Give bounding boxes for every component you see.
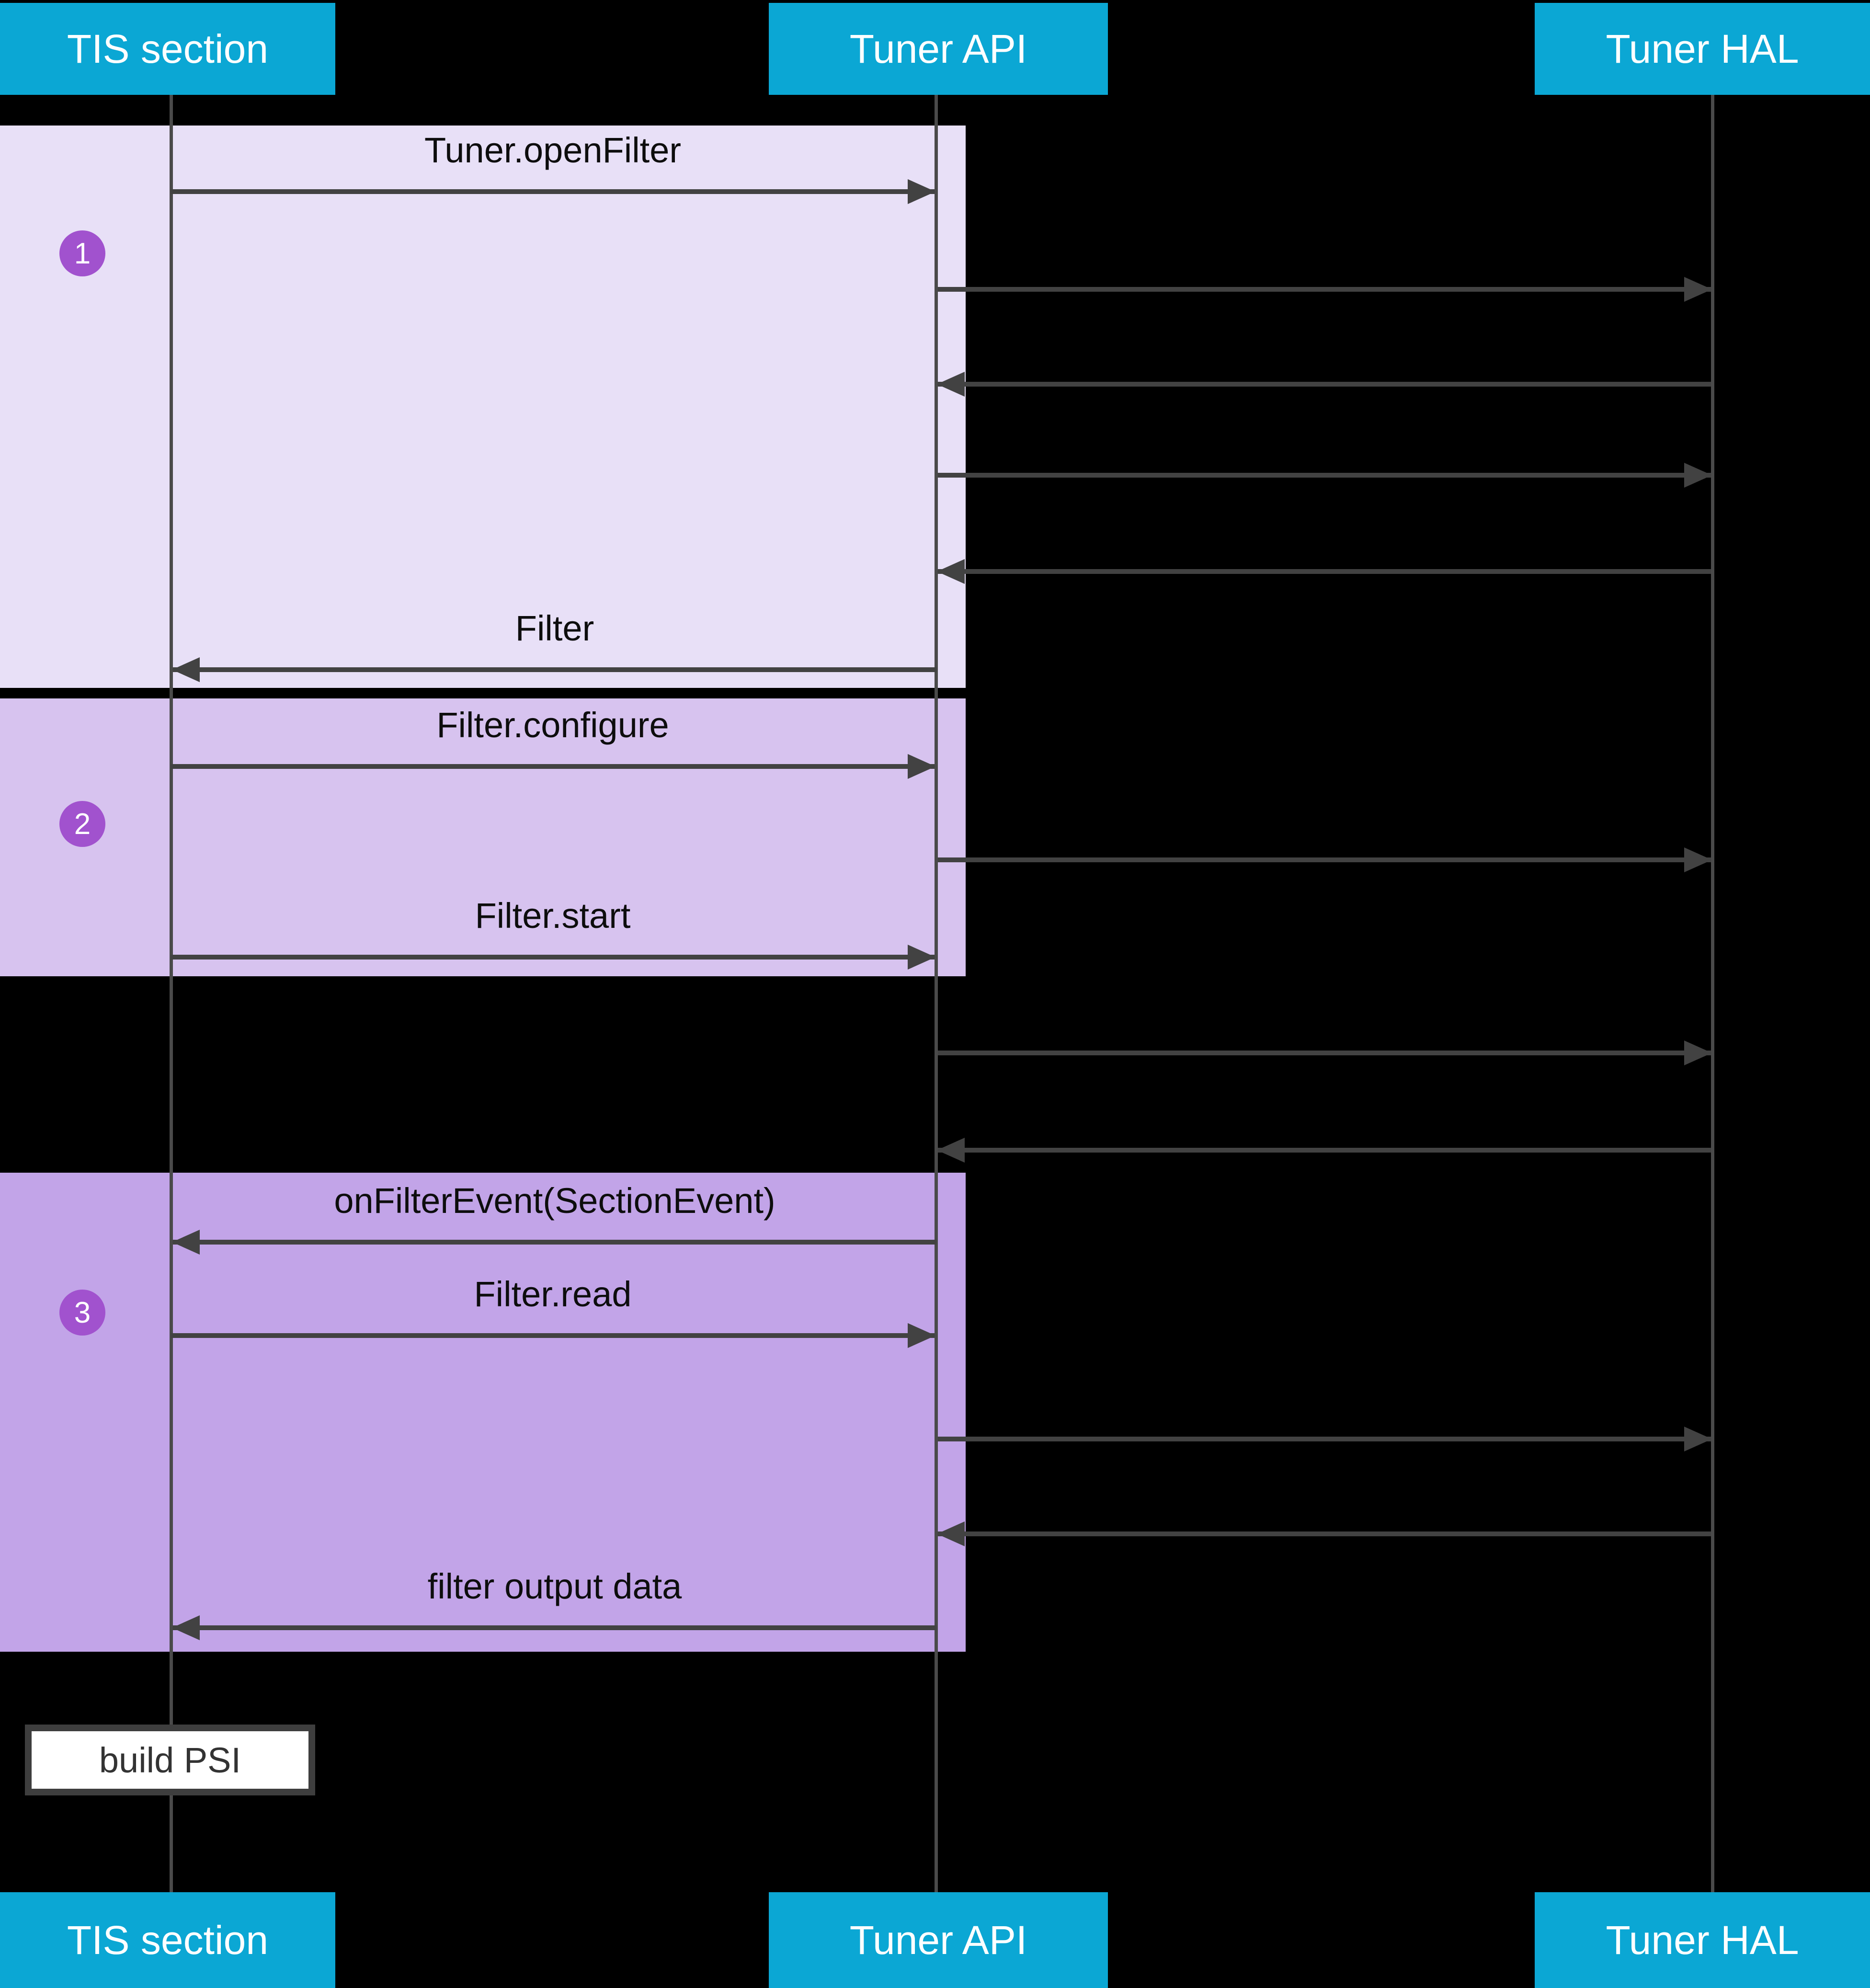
step-badge-2: 2	[59, 801, 105, 847]
message-arrow-filter-output-data	[172, 1613, 936, 1642]
message-label-filter-read: Filter.read	[474, 1274, 632, 1314]
arrowhead-right-icon	[1684, 463, 1712, 488]
message-arrow-api-to-hal-2	[938, 461, 1712, 490]
note-build-psi: build PSI	[25, 1725, 315, 1795]
message-label-onfilterevent: onFilterEvent(SectionEvent)	[334, 1181, 775, 1221]
message-label-filter-start: Filter.start	[475, 896, 631, 936]
lifeline-tis-section	[170, 95, 173, 1892]
arrowhead-right-icon	[1684, 277, 1712, 302]
arrowhead-right-icon	[908, 754, 935, 779]
lifeline-tuner-hal	[1711, 95, 1714, 1892]
arrowhead-right-icon	[908, 1323, 935, 1348]
message-label-tuner-openfilter: Tuner.openFilter	[424, 130, 682, 170]
message-arrow-filter-configure	[171, 752, 935, 781]
arrowhead-right-icon	[908, 945, 935, 970]
message-arrow-hal-to-api-2	[937, 557, 1711, 586]
group-block-3	[0, 1173, 966, 1652]
step-badge-1: 1	[59, 230, 105, 276]
arrow-shaft	[938, 1051, 1711, 1055]
message-arrow-filter-start	[171, 943, 935, 971]
participant-header-tuner-hal-top: Tuner HAL	[1535, 3, 1870, 95]
arrow-shaft	[938, 857, 1711, 862]
participant-header-tuner-hal-bottom: Tuner HAL	[1535, 1892, 1870, 1988]
arrowhead-right-icon	[1684, 1427, 1712, 1451]
participant-header-tis-bottom: TIS section	[0, 1892, 335, 1988]
arrow-shaft	[938, 382, 1711, 387]
arrow-shaft	[938, 1437, 1711, 1441]
arrowhead-right-icon	[1684, 1040, 1712, 1065]
arrow-shaft	[171, 764, 935, 769]
arrowhead-left-icon	[172, 1615, 200, 1640]
participant-header-tis-top: TIS section	[0, 3, 335, 95]
message-label-filter-output-data: filter output data	[427, 1566, 682, 1606]
message-label-filter-return: Filter	[515, 608, 594, 648]
arrow-shaft	[173, 667, 936, 672]
arrowhead-left-icon	[937, 372, 965, 397]
arrowhead-left-icon	[937, 1138, 965, 1163]
arrow-shaft	[171, 1333, 935, 1338]
message-arrow-filter-return	[172, 655, 936, 684]
arrow-shaft	[171, 189, 935, 194]
arrow-shaft	[173, 1625, 936, 1630]
arrowhead-left-icon	[172, 657, 200, 682]
arrowhead-left-icon	[172, 1230, 200, 1255]
arrowhead-left-icon	[937, 1521, 965, 1546]
lifeline-tuner-api	[935, 95, 938, 1892]
message-label-filter-configure: Filter.configure	[436, 705, 669, 745]
arrowhead-right-icon	[908, 179, 935, 204]
group-block-2	[0, 698, 966, 976]
message-arrow-hal-to-api-4	[937, 1520, 1711, 1548]
message-arrow-api-to-hal-1	[938, 275, 1712, 304]
arrow-shaft	[173, 1240, 936, 1245]
step-badge-3: 3	[59, 1290, 105, 1336]
arrow-shaft	[171, 955, 935, 960]
arrow-shaft	[938, 1148, 1711, 1153]
participant-header-tuner-api-bottom: Tuner API	[769, 1892, 1108, 1988]
message-arrow-hal-to-api-3	[937, 1136, 1711, 1165]
arrow-shaft	[938, 569, 1711, 574]
arrowhead-right-icon	[1684, 847, 1712, 872]
message-arrow-hal-to-api-1	[937, 370, 1711, 399]
message-arrow-api-to-hal-5	[938, 1425, 1712, 1453]
arrow-shaft	[938, 1531, 1711, 1536]
arrow-shaft	[938, 473, 1711, 478]
message-arrow-tuner-openfilter	[171, 177, 935, 206]
message-arrow-api-to-hal-4	[938, 1039, 1712, 1067]
arrow-shaft	[938, 287, 1711, 292]
message-arrow-filter-read	[171, 1321, 935, 1350]
message-arrow-api-to-hal-3	[938, 845, 1712, 874]
group-block-1	[0, 126, 966, 688]
message-arrow-onfilterevent	[172, 1228, 936, 1257]
arrowhead-left-icon	[937, 559, 965, 584]
participant-header-tuner-api-top: Tuner API	[769, 3, 1108, 95]
